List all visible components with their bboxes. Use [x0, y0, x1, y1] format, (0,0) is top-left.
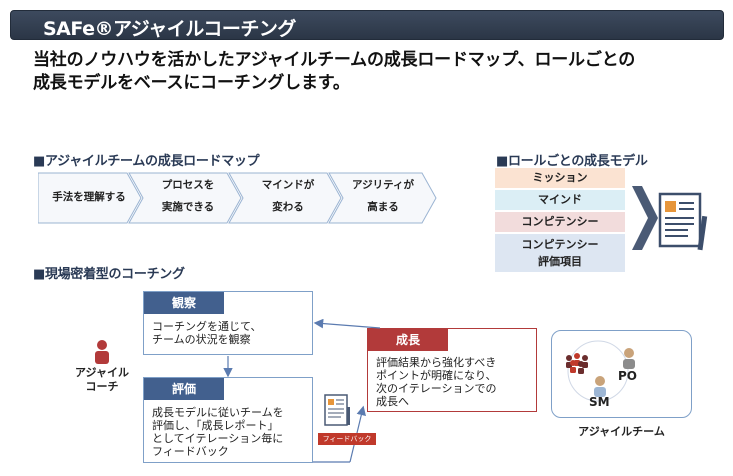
roadmap-heading: ■アジャイルチームの成長ロードマップ [33, 154, 260, 169]
roadmap-step-shape-4 [328, 172, 437, 224]
po-label: PO [618, 369, 637, 383]
lead-text: 当社のノウハウを活かしたアジャイルチームの成長ロードマップ、ロールごとの 成長モ… [33, 49, 723, 95]
observe-text: コーチングを通じて、 チームの状況を観察 [152, 320, 261, 346]
sm-label: SM [589, 395, 610, 409]
po-person-icon [623, 348, 635, 369]
growth-line-4: 成長へ [376, 395, 409, 408]
roadmap-step-4-line-1: アジリティが [352, 179, 414, 191]
coach-label: アジャイル コーチ [72, 366, 132, 394]
growth-title: 成長 [368, 329, 448, 351]
roadmap-step-1-text: 手法を理解する [52, 191, 126, 203]
role-item-mission: ミッション [495, 168, 625, 188]
role-item-mind: マインド [495, 190, 625, 210]
agile-team-box: PO SM [551, 330, 692, 418]
coach-label-line-2: コーチ [85, 380, 119, 393]
evaluate-line-1: 成長モデルに従いチームを [152, 406, 284, 419]
roadmap-step-2-line-1: プロセスを [161, 179, 215, 191]
team-circle [567, 340, 629, 402]
roadmap-step-shape-3 [228, 172, 342, 224]
roadmap-step-3: マインドが 変わる [242, 174, 334, 218]
title-bar: SAFe®アジャイルコーチング [10, 10, 724, 40]
role-item-competency-eval: コンピテンシー 評価項目 [495, 234, 625, 272]
evaluate-text: 成長モデルに従いチームを 評価し、「成長レポート」 としてイテレーション毎に フ… [152, 406, 284, 458]
sm-person-icon [594, 376, 606, 397]
evaluate-line-2: 評価し、「成長レポート」 [152, 419, 279, 432]
growth-line-2: ポイントが明確になり、 [376, 369, 497, 382]
growth-line-1: 評価結果から強化すべき [376, 356, 497, 369]
roadmap-step-shape-1 [38, 172, 142, 224]
evaluate-title: 評価 [144, 378, 224, 400]
observe-line-1: コーチングを通じて、 [152, 320, 262, 333]
roadmap-step-4: アジリティが 高まる [340, 174, 426, 218]
feedback-tag: フィードバック [318, 433, 376, 445]
team-members-icon [566, 353, 588, 374]
evaluate-line-3: としてイテレーション毎に [152, 432, 284, 445]
roadmap-step-3-line-2: 変わる [272, 201, 304, 213]
agile-team-label: アジャイルチーム [578, 425, 665, 438]
observe-line-2: チームの状況を観察 [152, 333, 251, 346]
roadmap-step-1: 手法を理解する [44, 186, 134, 208]
roadmap-step-4-line-2: 高まる [367, 201, 399, 213]
growth-text: 評価結果から強化すべき ポイントが明確になり、 次のイテレーションでの 成長へ [376, 356, 497, 408]
roadmap-step-3-line-1: マインドが [261, 179, 315, 191]
lead-line-1: 当社のノウハウを活かしたアジャイルチームの成長ロードマップ、ロールごとの [33, 50, 636, 70]
role-model-arrow-doc [632, 186, 708, 251]
observe-box: 観察 コーチングを通じて、 チームの状況を観察 [143, 291, 313, 355]
roadmap-chevrons [38, 172, 437, 224]
growth-line-3: 次のイテレーションでの [376, 382, 497, 395]
role-item-competency: コンピテンシー [495, 212, 625, 232]
lead-line-2: 成長モデルをベースにコーチングします。 [33, 73, 350, 93]
roadmap-step-2-line-2: 実施できる [161, 201, 215, 213]
role-model-heading: ■ロールごとの成長モデル [496, 154, 648, 169]
evaluate-line-4: フィードバック [152, 445, 229, 458]
roadmap-step-shape-2 [128, 172, 242, 224]
growth-box: 成長 評価結果から強化すべき ポイントが明確になり、 次のイテレーションでの 成… [367, 328, 537, 412]
page-title: SAFe®アジャイルコーチング [43, 18, 296, 40]
chevron-right-icon [632, 186, 658, 250]
document-icon [658, 192, 708, 251]
coach-person-icon [95, 340, 109, 364]
role-item-competency-eval-line-1: コンピテンシー [521, 238, 599, 251]
report-document-icon [324, 394, 350, 426]
coaching-heading: ■現場密着型のコーチング [33, 267, 185, 282]
observe-title: 観察 [144, 292, 224, 314]
roadmap-step-2: プロセスを 実施できる [142, 174, 234, 218]
role-item-competency-eval-line-2: 評価項目 [538, 255, 582, 268]
agile-team-illustration [566, 340, 635, 402]
coach-label-line-1: アジャイル [74, 366, 129, 379]
evaluate-box: 評価 成長モデルに従いチームを 評価し、「成長レポート」 としてイテレーション毎… [143, 377, 313, 463]
